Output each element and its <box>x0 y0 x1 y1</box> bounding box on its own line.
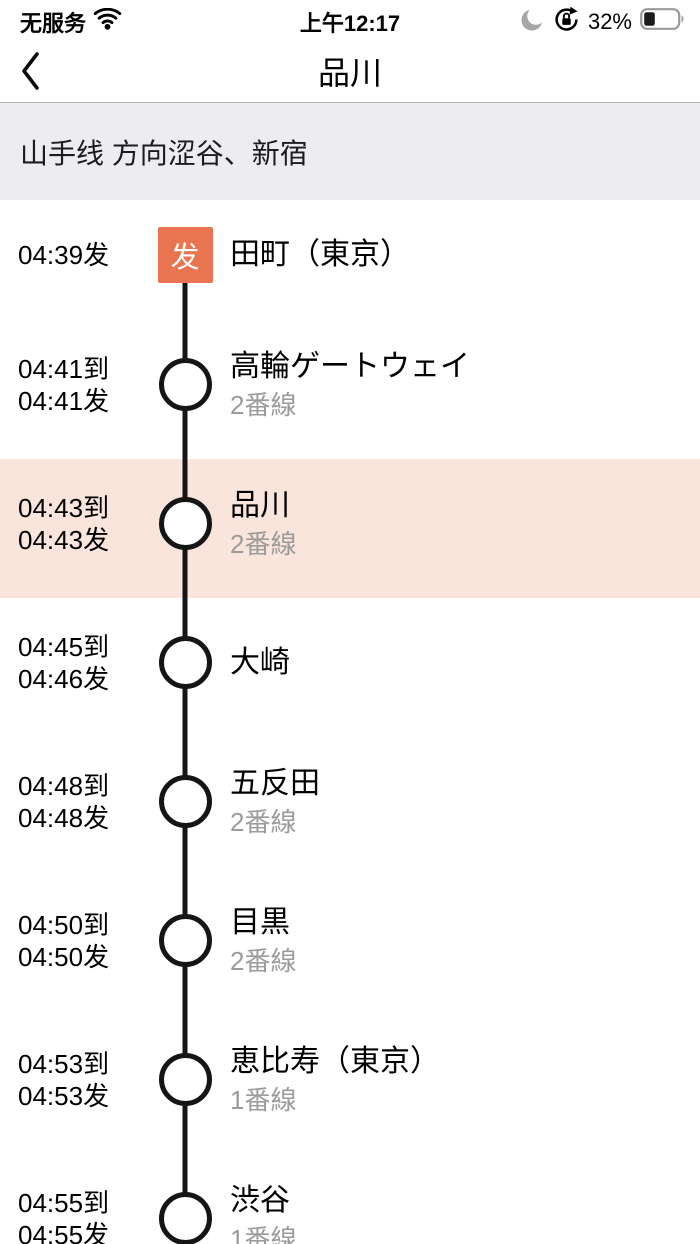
station-name: 品川 <box>230 489 290 522</box>
station-col: 田町（東京） <box>230 237 700 273</box>
battery-percent-label: 32% <box>587 9 632 34</box>
battery-icon <box>640 8 686 36</box>
time-text: 04:43到 <box>18 492 110 523</box>
station-node <box>158 1053 212 1106</box>
station-name: 高輪ゲートウェイ <box>230 350 470 383</box>
station-col: 品川 2番線 <box>230 488 700 559</box>
node-col <box>140 1015 230 1154</box>
wifi-icon <box>93 7 122 36</box>
node-col <box>140 1154 230 1244</box>
node-col <box>140 737 230 876</box>
station-platform: 2番線 <box>230 529 297 559</box>
station-col: 目黒 2番線 <box>230 905 700 976</box>
time-text: 04:46发 <box>18 663 110 694</box>
do-not-disturb-moon-icon <box>520 7 545 38</box>
node-col: 发 <box>140 200 230 320</box>
time-text: 04:48发 <box>18 802 110 833</box>
carrier-label: 无服务 <box>20 11 87 36</box>
node-col <box>140 320 230 459</box>
line-direction-header: 山手线 方向涩谷、新宿 <box>0 103 700 200</box>
time-text: 04:48到 <box>18 770 110 801</box>
station-name: 恵比寿（東京） <box>230 1045 440 1078</box>
time-text: 04:53到 <box>18 1048 110 1079</box>
station-platform: 2番線 <box>230 946 297 976</box>
node-col <box>140 876 230 1015</box>
station-node <box>158 914 212 967</box>
orientation-lock-icon <box>553 6 580 39</box>
page-title: 品川 <box>317 55 382 91</box>
time-text: 04:50发 <box>18 941 110 972</box>
time-text: 04:39发 <box>18 240 110 270</box>
station-platform: 1番線 <box>230 1085 297 1115</box>
depart-badge: 发 <box>157 227 213 283</box>
station-name: 田町（東京） <box>230 238 410 271</box>
station-name: 大崎 <box>230 645 290 679</box>
time-text: 04:43发 <box>18 524 110 555</box>
time-text: 04:55到 <box>18 1187 110 1218</box>
station-node <box>158 775 212 828</box>
status-bar: 无服务 上午12:17 <box>0 0 700 44</box>
status-left: 无服务 <box>20 6 122 38</box>
time-col: 04:39发 <box>0 239 140 271</box>
station-col: 渋谷 1番線 <box>230 1183 700 1244</box>
track-line <box>182 255 188 320</box>
station-name: 渋谷 <box>230 1184 290 1217</box>
node-col <box>140 459 230 598</box>
time-text: 04:41发 <box>18 385 110 416</box>
node-col <box>140 598 230 737</box>
station-col: 高輪ゲートウェイ 2番線 <box>230 349 700 420</box>
time-text: 04:55发 <box>18 1219 110 1244</box>
station-platform: 2番線 <box>230 390 297 420</box>
time-text: 04:50到 <box>18 909 110 940</box>
station-node <box>158 636 212 689</box>
time-text: 04:45到 <box>18 631 110 662</box>
back-button[interactable] <box>18 51 52 95</box>
station-row[interactable]: 04:39发 发 田町（東京） <box>0 200 700 320</box>
station-name: 五反田 <box>230 767 320 800</box>
nav-divider <box>0 102 700 103</box>
station-node <box>158 1192 212 1244</box>
station-node <box>158 358 212 411</box>
station-platform: 2番線 <box>230 807 297 837</box>
chevron-left-icon <box>18 50 41 97</box>
station-platform: 1番線 <box>230 1224 297 1244</box>
station-name: 目黒 <box>230 906 290 939</box>
time-text: 04:53发 <box>18 1080 110 1111</box>
time-text: 04:41到 <box>18 353 110 384</box>
status-right: 32% <box>520 6 686 39</box>
station-col: 五反田 2番線 <box>230 766 700 837</box>
nav-bar: 品川 <box>0 44 700 102</box>
station-col: 恵比寿（東京） 1番線 <box>230 1044 700 1115</box>
station-col: 大崎 <box>230 645 700 681</box>
station-node <box>158 497 212 550</box>
